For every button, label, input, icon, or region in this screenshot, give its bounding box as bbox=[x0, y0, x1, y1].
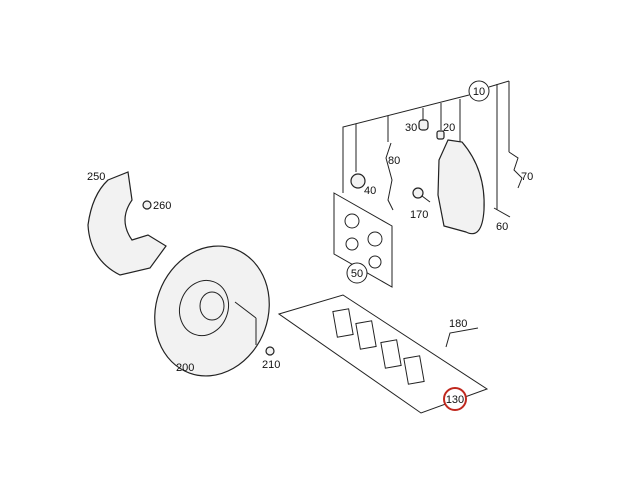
label-70[interactable]: 70 bbox=[521, 171, 533, 183]
callout-50-circle bbox=[346, 262, 368, 284]
spring-clip-part bbox=[508, 151, 523, 189]
label-50[interactable]: 50 bbox=[351, 268, 363, 280]
label-130[interactable]: 130 bbox=[446, 394, 464, 406]
spring-part bbox=[385, 142, 394, 211]
label-30[interactable]: 30 bbox=[405, 122, 417, 134]
brake-pad-kit-box bbox=[277, 294, 489, 414]
label-10[interactable]: 10 bbox=[473, 86, 485, 98]
label-20[interactable]: 20 bbox=[443, 122, 455, 134]
cap-part bbox=[418, 119, 429, 131]
brake-disc-part bbox=[154, 245, 270, 377]
callout-10-circle bbox=[468, 80, 490, 102]
dust-shield-part bbox=[87, 171, 167, 276]
seal-kit-box bbox=[333, 192, 393, 288]
disc-screw-part bbox=[265, 346, 275, 356]
label-250[interactable]: 250 bbox=[87, 171, 105, 183]
shield-bolt-part bbox=[142, 200, 152, 210]
label-80[interactable]: 80 bbox=[388, 155, 400, 167]
label-180[interactable]: 180 bbox=[449, 318, 467, 330]
label-210[interactable]: 210 bbox=[262, 359, 280, 371]
label-260[interactable]: 260 bbox=[153, 200, 171, 212]
seal-ring-part bbox=[350, 173, 366, 189]
label-40[interactable]: 40 bbox=[364, 185, 376, 197]
label-60[interactable]: 60 bbox=[496, 221, 508, 233]
wear-sensor-part bbox=[445, 327, 479, 348]
label-200[interactable]: 200 bbox=[176, 362, 194, 374]
brake-pads-part bbox=[332, 308, 425, 385]
caliper-bolt-part bbox=[412, 187, 431, 203]
label-170[interactable]: 170 bbox=[410, 209, 428, 221]
seal-kit-part bbox=[344, 213, 383, 269]
pin-part bbox=[493, 207, 511, 218]
callout-10-leaders bbox=[342, 80, 510, 210]
callout-130-circle[interactable] bbox=[443, 387, 467, 411]
bleeder-part bbox=[436, 130, 445, 140]
brake-caliper-part bbox=[437, 139, 485, 235]
